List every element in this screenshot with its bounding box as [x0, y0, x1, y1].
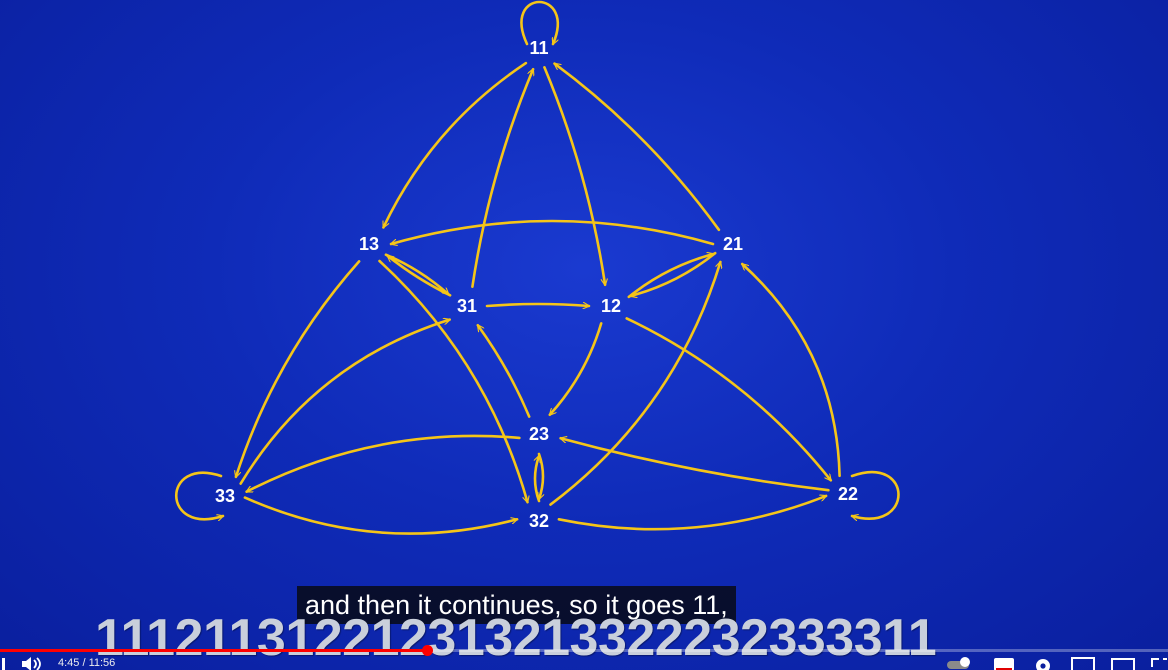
node-32: 32: [529, 511, 549, 531]
settings-gear-icon[interactable]: [1032, 657, 1054, 670]
edge-21-to-11: [555, 62, 721, 232]
node-23: 23: [529, 424, 549, 444]
progress-scrubber[interactable]: [422, 645, 434, 656]
volume-icon[interactable]: [20, 657, 46, 670]
node-12: 12: [601, 296, 621, 316]
node-31: 31: [457, 296, 477, 316]
edge-32-to-22: [557, 496, 826, 531]
edge-12-to-23: [550, 322, 603, 414]
edge-13-to-32: [378, 259, 528, 502]
subtitle-caption: and then it continues, so it goes 11,: [297, 586, 736, 624]
edge-11-to-11: [520, 0, 560, 44]
edge-33-to-32: [243, 496, 517, 535]
progress-played: [0, 649, 428, 652]
edge-11-to-12: [543, 66, 605, 287]
edge-22-to-22: [852, 470, 900, 519]
edge-32-to-21: [549, 262, 721, 506]
edge-31-to-11: [471, 69, 533, 288]
edge-23-to-33: [247, 434, 521, 493]
node-22: 22: [838, 484, 858, 504]
node-11: 11: [529, 38, 548, 58]
edge-31-to-12: [485, 304, 591, 306]
node-33: 33: [215, 486, 235, 506]
edge-22-to-23: [561, 438, 830, 492]
autoplay-toggle-icon[interactable]: [946, 657, 974, 670]
edge-22-to-21: [742, 264, 841, 478]
edge-31-to-13: [388, 254, 452, 297]
edge-13-to-31: [384, 253, 449, 296]
node-21: 21: [723, 234, 743, 254]
edge-21-to-13: [391, 219, 715, 244]
subtitles-icon[interactable]: [992, 657, 1016, 670]
edge-33-to-31: [239, 320, 450, 485]
fullscreen-icon[interactable]: [1150, 657, 1168, 670]
edge-23-to-31: [476, 325, 531, 418]
player-controls: 4:45 / 11:56: [0, 645, 1168, 670]
edge-11-to-13: [382, 61, 528, 227]
theater-mode-icon[interactable]: [1110, 657, 1136, 670]
edge-12-to-21: [627, 254, 714, 299]
edge-32-to-23: [535, 456, 539, 503]
node-13: 13: [359, 234, 379, 254]
edge-23-to-32: [539, 452, 543, 499]
edge-12-to-22: [625, 317, 833, 480]
edge-21-to-12: [631, 251, 717, 296]
edge-13-to-33: [236, 260, 361, 477]
sequence-text: 111211312212313213322232333311: [95, 609, 937, 667]
time-display: 4:45 / 11:56: [58, 657, 116, 669]
miniplayer-icon[interactable]: [1070, 657, 1096, 670]
progress-bar[interactable]: [0, 645, 1168, 656]
edge-33-to-33: [175, 471, 223, 519]
next-icon[interactable]: [0, 657, 6, 670]
